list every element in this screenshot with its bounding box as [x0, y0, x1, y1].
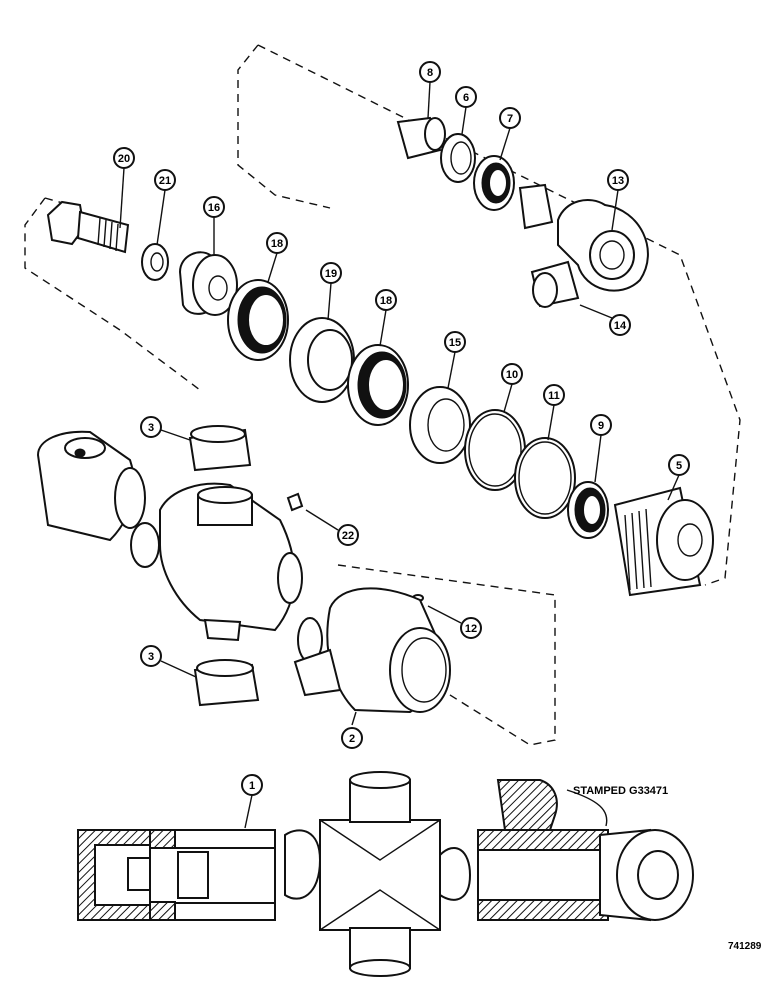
callout-5: 5	[668, 454, 690, 476]
callout-18-b: 18	[375, 289, 397, 311]
svg-text:22: 22	[342, 530, 354, 542]
callout-19: 19	[320, 262, 342, 284]
callout-21: 21	[154, 169, 176, 191]
callout-22: 22	[337, 524, 359, 546]
stamped-note: STAMPED G33471	[573, 785, 668, 797]
svg-text:3: 3	[148, 422, 154, 434]
callout-12: 12	[460, 617, 482, 639]
callout-14: 14	[609, 314, 631, 336]
callout-13: 13	[607, 169, 629, 191]
part-21-washer	[141, 243, 169, 281]
part-3-bushing-a	[188, 425, 252, 472]
callout-3-a: 3	[140, 416, 162, 438]
part-15-ring	[409, 386, 471, 464]
trunnion-body	[130, 482, 303, 642]
svg-text:21: 21	[159, 175, 171, 187]
part-2-barrel	[293, 587, 451, 714]
callout-7: 7	[499, 107, 521, 129]
svg-text:14: 14	[614, 320, 627, 332]
part-14-bushing	[530, 260, 580, 308]
callout-11: 11	[543, 384, 565, 406]
svg-text:7: 7	[507, 113, 513, 125]
part-20-bolt	[46, 200, 130, 254]
callout-20: 20	[113, 147, 135, 169]
svg-text:18: 18	[380, 295, 392, 307]
callout-1: 1	[241, 774, 263, 796]
part-5-gland	[613, 486, 714, 597]
barrel-group-outline	[329, 564, 556, 746]
figure-id: 741289	[728, 941, 762, 952]
svg-text:13: 13	[612, 175, 624, 187]
callout-6: 6	[455, 86, 477, 108]
svg-text:1: 1	[249, 780, 255, 792]
assembled-cylinder-section	[77, 771, 694, 977]
svg-text:6: 6	[463, 92, 469, 104]
callout-3-b: 3	[140, 645, 162, 667]
svg-text:10: 10	[506, 369, 518, 381]
part-13-rod-eye	[518, 183, 649, 292]
svg-text:19: 19	[325, 268, 337, 280]
svg-text:5: 5	[676, 460, 682, 472]
part-9-seal	[567, 481, 609, 539]
callout-18-a: 18	[266, 232, 288, 254]
leader-lines	[119, 81, 680, 829]
part-3-bushing-b	[193, 659, 260, 707]
callout-9: 9	[590, 414, 612, 436]
svg-text:20: 20	[118, 153, 130, 165]
svg-text:12: 12	[465, 623, 477, 635]
part-18-seal-a	[227, 279, 289, 361]
part-6-ring	[440, 133, 476, 183]
callout-2: 2	[341, 727, 363, 749]
part-18-seal-b	[347, 344, 409, 426]
svg-text:18: 18	[271, 238, 283, 250]
part-7-seal	[473, 155, 515, 211]
svg-text:3: 3	[148, 651, 154, 663]
svg-text:11: 11	[548, 390, 560, 402]
part-22-fitting	[286, 492, 304, 512]
cylinder-end-cap	[36, 430, 146, 542]
svg-text:9: 9	[598, 420, 604, 432]
svg-text:15: 15	[449, 337, 461, 349]
svg-text:2: 2	[349, 733, 355, 745]
part-19-piston	[289, 317, 355, 403]
callout-10: 10	[501, 363, 523, 385]
part-11-ring	[514, 437, 576, 519]
part-8-bushing	[396, 116, 446, 160]
svg-text:8: 8	[427, 67, 433, 79]
part-16-nut	[178, 251, 238, 316]
callout-8: 8	[419, 61, 441, 83]
callout-15: 15	[444, 331, 466, 353]
svg-text:16: 16	[208, 202, 220, 214]
callout-16: 16	[203, 196, 225, 218]
